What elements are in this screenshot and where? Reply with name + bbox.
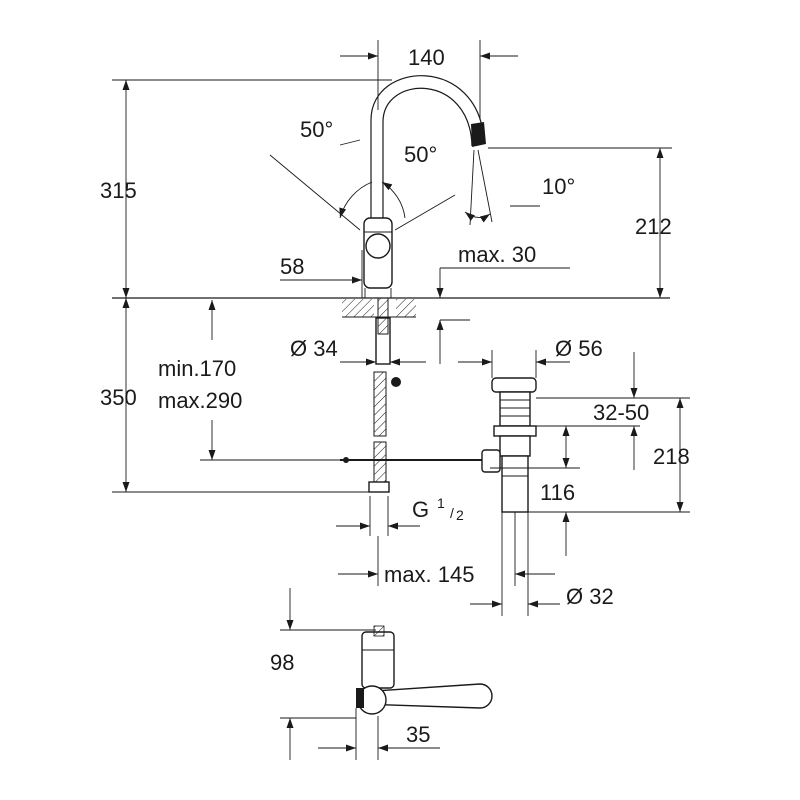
lever-cartridge: [361, 631, 395, 689]
waste-tailpipe: [501, 455, 529, 513]
faucet-side-view: [112, 75, 670, 365]
label-350: 350: [100, 385, 137, 410]
rod-housing: [481, 449, 501, 473]
dim-212: 212: [488, 147, 672, 298]
label-50-right: 50°: [404, 142, 437, 167]
angle-arc-10: [464, 211, 491, 223]
label-140: 140: [408, 45, 445, 70]
label-g-den: 2: [456, 507, 464, 523]
supply-hose-assembly: [340, 371, 490, 493]
label-212: 212: [635, 214, 672, 239]
dim-dia34: Ø 34: [290, 336, 426, 366]
dim-350: 350: [100, 298, 372, 493]
mounting-stud: [377, 297, 389, 335]
label-g-num: 1: [437, 495, 445, 511]
swing-line-left: [269, 154, 361, 231]
lever-handle: [359, 683, 493, 709]
lever-top-view: [356, 625, 493, 715]
angle-arc-left: [339, 181, 373, 219]
label-g: G: [412, 497, 429, 522]
swing-line-right: [394, 194, 456, 231]
rod-knob: [343, 457, 349, 463]
hose-lower: [373, 441, 387, 483]
tilt-line-b: [469, 149, 475, 226]
dim-dia32: Ø 32: [470, 512, 614, 616]
spout-outlet-tip: [471, 122, 486, 147]
angle-arc-right: [381, 181, 406, 219]
tilt-line-a: [477, 149, 493, 223]
waste-plug: [491, 377, 537, 393]
dim-58: 58: [280, 250, 363, 298]
label-dia32: Ø 32: [566, 584, 614, 609]
countertop-hatch-left: [342, 299, 374, 317]
label-32-50: 32-50: [593, 400, 649, 425]
dim-max145: max. 145: [338, 512, 555, 587]
label-98: 98: [270, 650, 294, 675]
dim-170-290: min.170 max.290: [158, 300, 345, 461]
dim-max30: max. 30: [436, 242, 570, 364]
label-116: 116: [540, 480, 575, 505]
label-10: 10°: [542, 174, 575, 199]
dim-218: 218: [528, 398, 690, 513]
label-max30: max. 30: [458, 242, 536, 267]
label-35: 35: [406, 722, 430, 747]
dim-140: 140: [340, 40, 518, 120]
lever-hub: [365, 233, 391, 259]
dim-116: 116: [490, 426, 580, 556]
dim-g-thread: G 1 / 2: [336, 495, 464, 536]
label-max145: max. 145: [384, 562, 475, 587]
dim-98: 98: [270, 588, 376, 760]
label-50-left: 50°: [300, 117, 333, 142]
waste-nut: [493, 425, 537, 437]
label-315: 315: [100, 178, 137, 203]
dim-315: 315: [100, 79, 392, 298]
dim-dia56: Ø 56: [458, 336, 603, 378]
hose-connector: [391, 377, 401, 387]
waste-body: [499, 435, 531, 457]
spout-outer: [370, 75, 485, 218]
label-g-slash: /: [450, 505, 454, 521]
label-dia34: Ø 34: [290, 336, 338, 361]
label-min170: min.170: [158, 356, 236, 381]
waste-flange: [499, 391, 531, 427]
label-218: 218: [653, 444, 690, 469]
spout-inner: [382, 87, 473, 218]
countertop-hatch-right: [396, 299, 416, 317]
label-58: 58: [280, 254, 304, 279]
lever-cap: [373, 625, 385, 637]
label-dia56: Ø 56: [555, 336, 603, 361]
label-max290: max.290: [158, 388, 242, 413]
lever-stop: [356, 688, 364, 708]
ref-line-50-left: [339, 139, 361, 146]
pop-up-waste: [481, 377, 537, 513]
dim-32-50: 32-50: [536, 352, 690, 470]
hose-nut: [368, 481, 390, 493]
dim-35: 35: [318, 708, 440, 760]
hose-upper: [373, 371, 387, 437]
